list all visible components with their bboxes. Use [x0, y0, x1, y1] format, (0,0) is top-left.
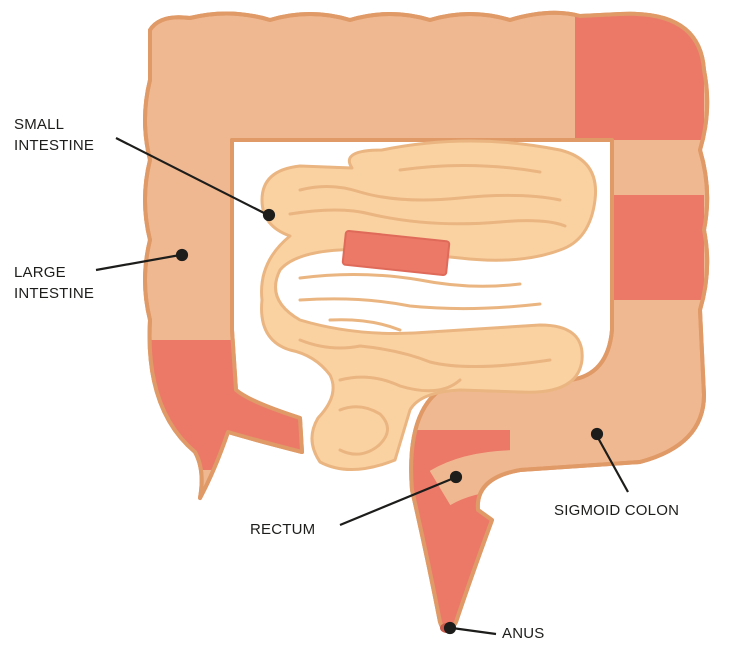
label-sigmoid-colon: SIGMOID COLON — [554, 500, 679, 521]
label-rectum: RECTUM — [250, 519, 315, 540]
pointer-dot-anus — [445, 623, 455, 633]
label-large-intestine-line2: INTESTINE — [14, 283, 94, 304]
inflamed-segment-right — [600, 195, 715, 300]
label-small-intestine-line1: SMALL — [14, 114, 94, 135]
pointer-anus — [452, 628, 496, 634]
label-small-intestine-line2: INTESTINE — [14, 135, 94, 156]
inflamed-segment-top-right — [575, 5, 715, 140]
label-large-intestine: LARGE INTESTINE — [14, 262, 94, 304]
label-anus: ANUS — [502, 623, 544, 644]
pointer-dot-small-intestine — [264, 210, 274, 220]
label-small-intestine: SMALL INTESTINE — [14, 114, 94, 156]
pointer-dot-large-intestine — [177, 250, 187, 260]
label-large-intestine-line1: LARGE — [14, 262, 94, 283]
pointer-dot-rectum — [451, 472, 461, 482]
large-intestine-shape — [140, 5, 715, 645]
pointer-dot-sigmoid-colon — [592, 429, 602, 439]
